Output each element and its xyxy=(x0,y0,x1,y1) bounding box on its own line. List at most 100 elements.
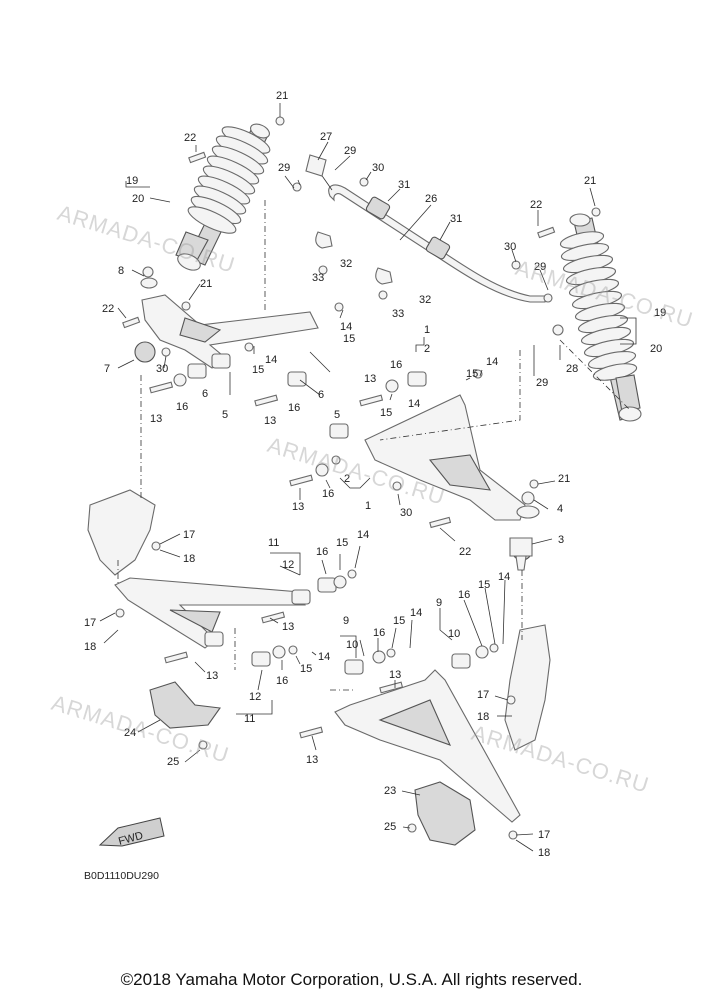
callout-14: 14 xyxy=(408,398,420,410)
callout-15: 15 xyxy=(478,579,490,591)
bolts xyxy=(122,151,556,739)
callout-1: 1 xyxy=(365,500,371,512)
callout-12: 12 xyxy=(282,559,294,571)
callout-16: 16 xyxy=(322,488,334,500)
callout-32: 32 xyxy=(340,258,352,270)
assembly-lines xyxy=(117,200,631,691)
ball-joints xyxy=(509,537,533,571)
callout-30: 30 xyxy=(156,363,168,375)
fwd-arrow: FWD xyxy=(98,817,165,848)
callout-13: 13 xyxy=(282,621,294,633)
callout-14: 14 xyxy=(265,354,277,366)
callout-13: 13 xyxy=(292,501,304,513)
callout-16: 16 xyxy=(288,402,300,414)
callout-20: 20 xyxy=(650,343,662,355)
callout-10: 10 xyxy=(346,639,358,651)
callout-15: 15 xyxy=(393,615,405,627)
callout-15: 15 xyxy=(466,368,478,380)
callout-29: 29 xyxy=(344,145,356,157)
callout-33: 33 xyxy=(312,272,324,284)
callout-25: 25 xyxy=(167,756,179,768)
callout-17: 17 xyxy=(538,829,550,841)
callout-19: 19 xyxy=(126,175,138,187)
callout-28: 28 xyxy=(566,363,578,375)
callout-15: 15 xyxy=(380,407,392,419)
callout-11: 11 xyxy=(268,537,279,549)
callout-13: 13 xyxy=(364,373,376,385)
callout-26: 26 xyxy=(425,193,437,205)
stabilizer-bar xyxy=(305,154,546,303)
callout-31: 31 xyxy=(398,179,410,191)
callout-5: 5 xyxy=(222,409,228,421)
callout-14: 14 xyxy=(318,651,330,663)
callout-21: 21 xyxy=(200,278,212,290)
callout-30: 30 xyxy=(400,507,412,519)
upper-arm-left xyxy=(134,277,319,387)
leader-lines xyxy=(99,103,637,852)
callout-15: 15 xyxy=(336,537,348,549)
callout-14: 14 xyxy=(498,571,510,583)
callout-29: 29 xyxy=(278,162,290,174)
callout-19: 19 xyxy=(654,307,666,319)
callout-3: 3 xyxy=(558,534,564,546)
callout-16: 16 xyxy=(176,401,188,413)
left-shock-absorber xyxy=(175,123,271,271)
callout-31: 31 xyxy=(450,213,462,225)
callout-16: 16 xyxy=(316,546,328,558)
callout-14: 14 xyxy=(340,321,352,333)
callout-6: 6 xyxy=(318,389,324,401)
callout-7: 7 xyxy=(104,363,110,375)
callout-27: 27 xyxy=(320,131,332,143)
knuckle-left xyxy=(87,489,156,576)
callout-30: 30 xyxy=(372,162,384,174)
callout-13: 13 xyxy=(306,754,318,766)
callout-23: 23 xyxy=(384,785,396,797)
callout-2: 2 xyxy=(344,473,350,485)
guard-left xyxy=(149,681,221,729)
callout-29: 29 xyxy=(534,261,546,273)
callout-25: 25 xyxy=(384,821,396,833)
callout-16: 16 xyxy=(276,675,288,687)
callout-16: 16 xyxy=(373,627,385,639)
callout-5: 5 xyxy=(334,409,340,421)
callout-12: 12 xyxy=(249,691,261,703)
callout-10: 10 xyxy=(448,628,460,640)
knuckle-right xyxy=(504,624,551,751)
callout-29: 29 xyxy=(536,377,548,389)
callout-6: 6 xyxy=(202,388,208,400)
lower-arm-right xyxy=(334,653,521,823)
diagram-code: B0D1110DU290 xyxy=(84,870,159,882)
callout-11: 11 xyxy=(244,713,255,725)
callout-numbers: 21 22 19 20 8 21 22 7 30 13 16 6 5 14 15… xyxy=(84,90,666,859)
callout-8: 8 xyxy=(118,265,124,277)
callout-2: 2 xyxy=(424,343,430,355)
callout-22: 22 xyxy=(530,199,542,211)
guard-right xyxy=(414,781,476,846)
callout-17: 17 xyxy=(477,689,489,701)
callout-9: 9 xyxy=(436,597,442,609)
callout-32: 32 xyxy=(419,294,431,306)
callout-17: 17 xyxy=(84,617,96,629)
copyright-notice: ©2018 Yamaha Motor Corporation, U.S.A. A… xyxy=(120,970,583,989)
callout-13: 13 xyxy=(264,415,276,427)
callout-17: 17 xyxy=(183,529,195,541)
callout-13: 13 xyxy=(389,669,401,681)
callout-21: 21 xyxy=(584,175,596,187)
callout-18: 18 xyxy=(84,641,96,653)
callout-22: 22 xyxy=(459,546,471,558)
callout-22: 22 xyxy=(102,303,114,315)
lower-arm-left xyxy=(114,577,337,667)
callout-22: 22 xyxy=(184,132,196,144)
callout-13: 13 xyxy=(150,413,162,425)
callout-14: 14 xyxy=(410,607,422,619)
callout-33: 33 xyxy=(392,308,404,320)
callout-14: 14 xyxy=(486,356,498,368)
callout-4: 4 xyxy=(557,503,563,515)
callout-14: 14 xyxy=(357,529,369,541)
callout-16: 16 xyxy=(458,589,470,601)
callout-20: 20 xyxy=(132,193,144,205)
callout-21: 21 xyxy=(558,473,570,485)
callout-30: 30 xyxy=(504,241,516,253)
callout-18: 18 xyxy=(538,847,550,859)
